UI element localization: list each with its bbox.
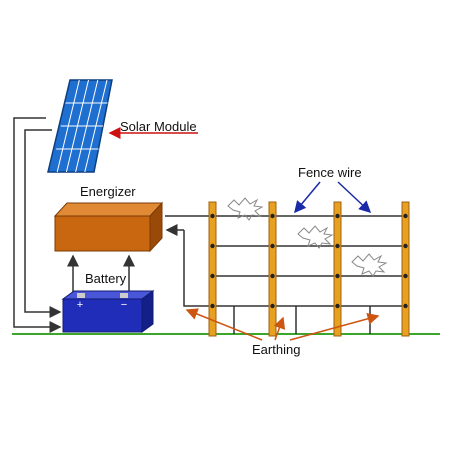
fence-wire-arrow-right (337, 181, 372, 214)
battery-negative-sign: − (121, 299, 127, 311)
fence-posts (208, 201, 410, 337)
solar-wire-outer (13, 117, 62, 333)
spark-icon (351, 253, 388, 277)
energizer-label: Energizer (80, 184, 136, 199)
earthing-arrow-right (289, 312, 380, 341)
fence-wire-label: Fence wire (298, 165, 362, 180)
battery-box (61, 290, 155, 333)
earth-rods (233, 306, 371, 334)
earthing-arrow-middle (273, 316, 286, 341)
solar-wire-inner (24, 129, 62, 318)
earthing-label: Earthing (252, 342, 301, 357)
wire-insulators (210, 213, 408, 309)
earthing-arrow-left (185, 308, 263, 341)
spark-icon (227, 197, 264, 221)
solar-panel (47, 79, 113, 173)
energizer-box (53, 201, 164, 253)
energizer-return-wire (183, 230, 213, 307)
fence-wire-arrow-left (294, 181, 321, 214)
fence-wires (213, 215, 407, 307)
spark-icon (297, 225, 334, 249)
solar-module-label: Solar Module (120, 119, 197, 134)
battery-label: Battery (85, 271, 127, 286)
battery-positive-sign: + (77, 299, 83, 311)
